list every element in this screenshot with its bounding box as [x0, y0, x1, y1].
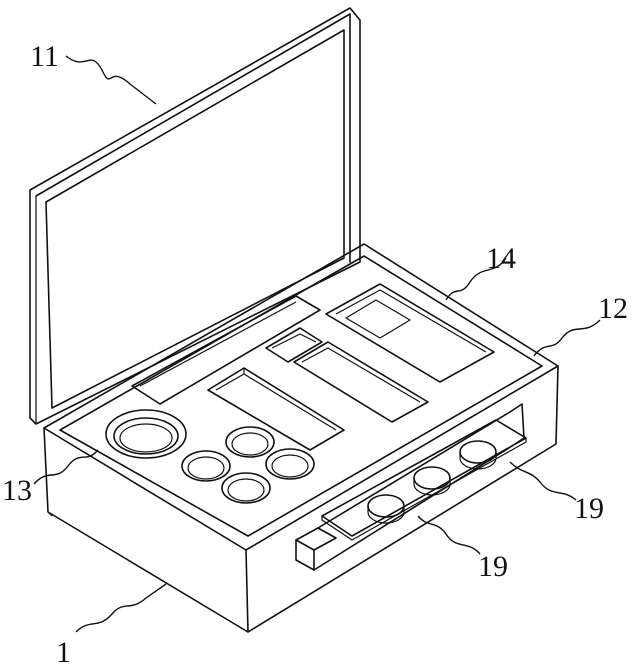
tray-compartments: [131, 283, 495, 451]
case-body: [43, 365, 559, 633]
label-tray: 12: [598, 292, 628, 325]
label-knob-bottom: 19: [478, 550, 508, 583]
labels: 11 14 12 13 19 19 1: [2, 40, 628, 666]
label-round-cup: 13: [2, 474, 32, 507]
front-handle: [295, 403, 527, 571]
label-case: 1: [56, 636, 71, 666]
lid: [29, 7, 361, 425]
label-slot: 14: [486, 242, 516, 275]
round-cups: [105, 409, 315, 504]
label-knob-right: 19: [574, 492, 604, 525]
leader-lines: [33, 55, 601, 633]
label-lid: 11: [30, 40, 59, 73]
case-top: [43, 243, 559, 551]
